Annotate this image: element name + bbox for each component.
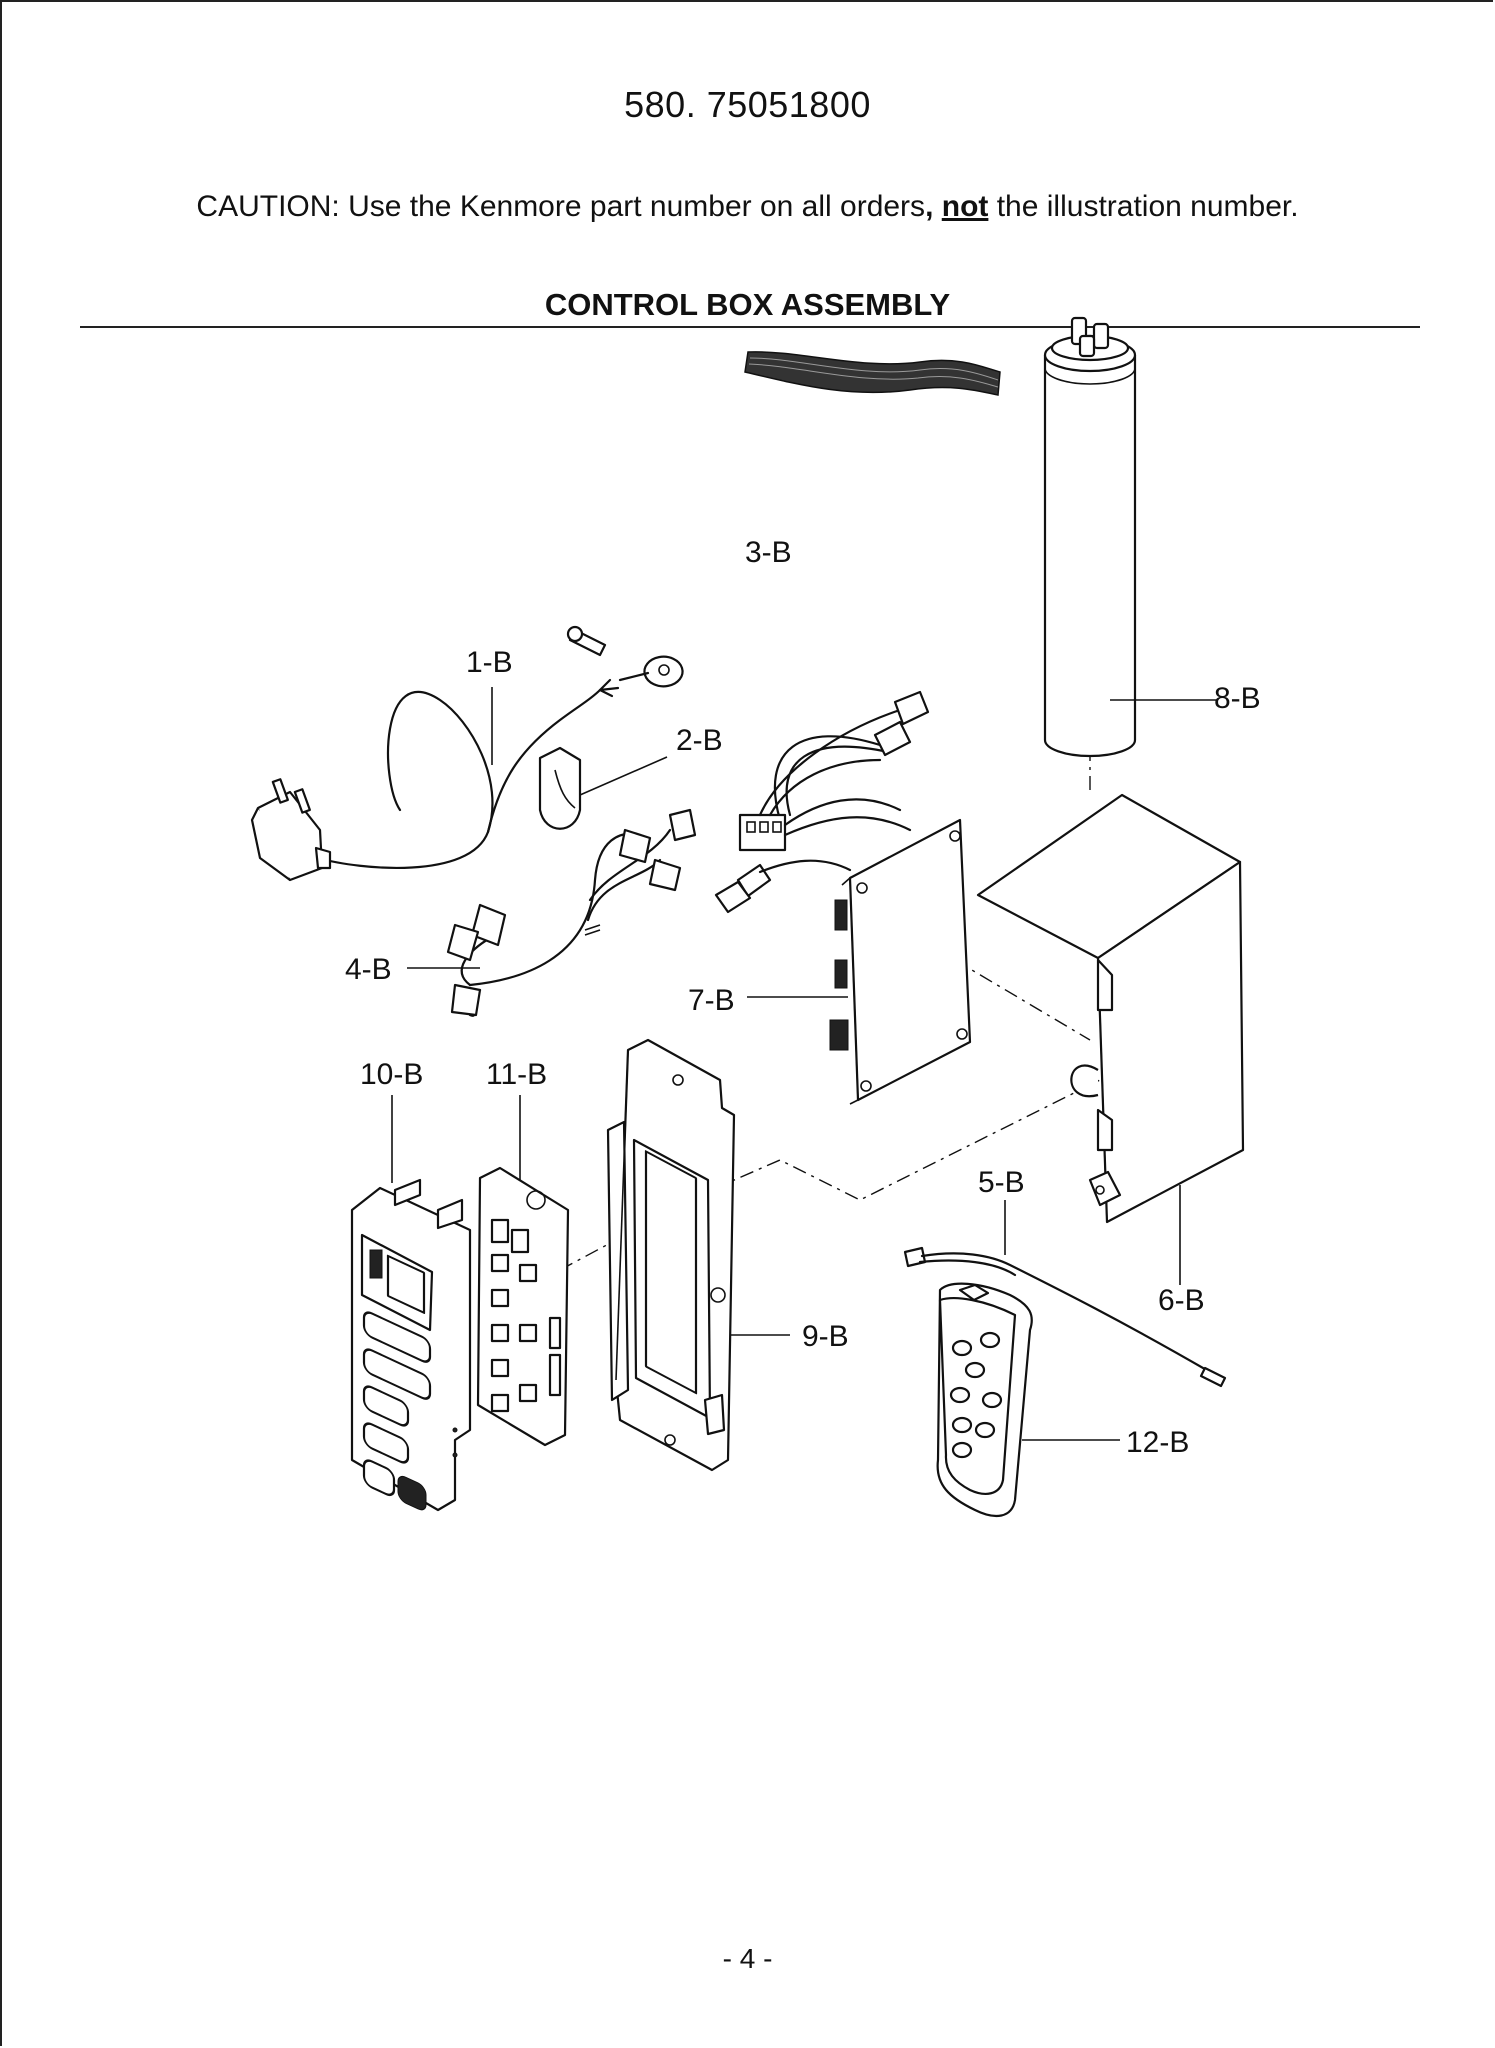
callout-label: 5-B [978, 1166, 1025, 1199]
page-number: - 4 - [722, 1943, 773, 1974]
callout-label: 8-B [1214, 682, 1261, 715]
control-pcb-part [829, 818, 972, 1105]
callout-label: 1-B [466, 646, 513, 679]
callout-label: 3-B [745, 536, 792, 569]
callout-label: 12-B [1126, 1426, 1189, 1459]
callout-label: 11-B [486, 1058, 547, 1091]
section-title: CONTROL BOX ASSEMBLY [544, 287, 951, 322]
wire-harness-part [446, 808, 697, 1017]
callout-label: 4-B [345, 953, 392, 986]
caution-comma: , [925, 190, 934, 223]
remote-control-part [936, 1282, 1033, 1518]
control-panel-cover-part [350, 1178, 472, 1512]
power-cord-part [250, 625, 684, 882]
panel-buttons [362, 1311, 432, 1511]
callout-label: 2-B [676, 724, 723, 757]
model-number: 580. 75051800 [624, 84, 871, 125]
callout-labels: 1-B 2-B 3-B 4-B 5-B 6-B 7-B 8-B 9-B 10-B… [345, 536, 1261, 1459]
ribbon-cable-part [744, 351, 1001, 396]
control-box-housing-part [976, 793, 1245, 1224]
assembly-center-lines [559, 700, 1101, 1271]
callout-label: 9-B [802, 1320, 849, 1353]
capacitor-part [1043, 316, 1137, 758]
pcb-wire-harness [714, 690, 930, 914]
remote-buttons [949, 1331, 1003, 1459]
callout-label: 6-B [1158, 1284, 1205, 1317]
caution-notice: CAUTION: Use the Kenmore part number on … [0, 190, 1495, 224]
caution-text-end: the illustration number. [988, 190, 1299, 223]
pcb-switch-grid [490, 1253, 562, 1413]
section-divider [80, 326, 1420, 328]
mounting-bracket-part [606, 1038, 736, 1472]
caution-text: CAUTION: Use the Kenmore part number on … [196, 190, 926, 223]
caution-emphasis: not [941, 190, 989, 223]
cord-clamp-part [538, 746, 582, 830]
callout-label: 10-B [360, 1058, 423, 1091]
display-pcb-part [476, 1166, 570, 1447]
callout-leader-lines [391, 687, 1217, 1441]
temperature-sensor-part [903, 1246, 1227, 1388]
callout-label: 7-B [688, 984, 735, 1017]
